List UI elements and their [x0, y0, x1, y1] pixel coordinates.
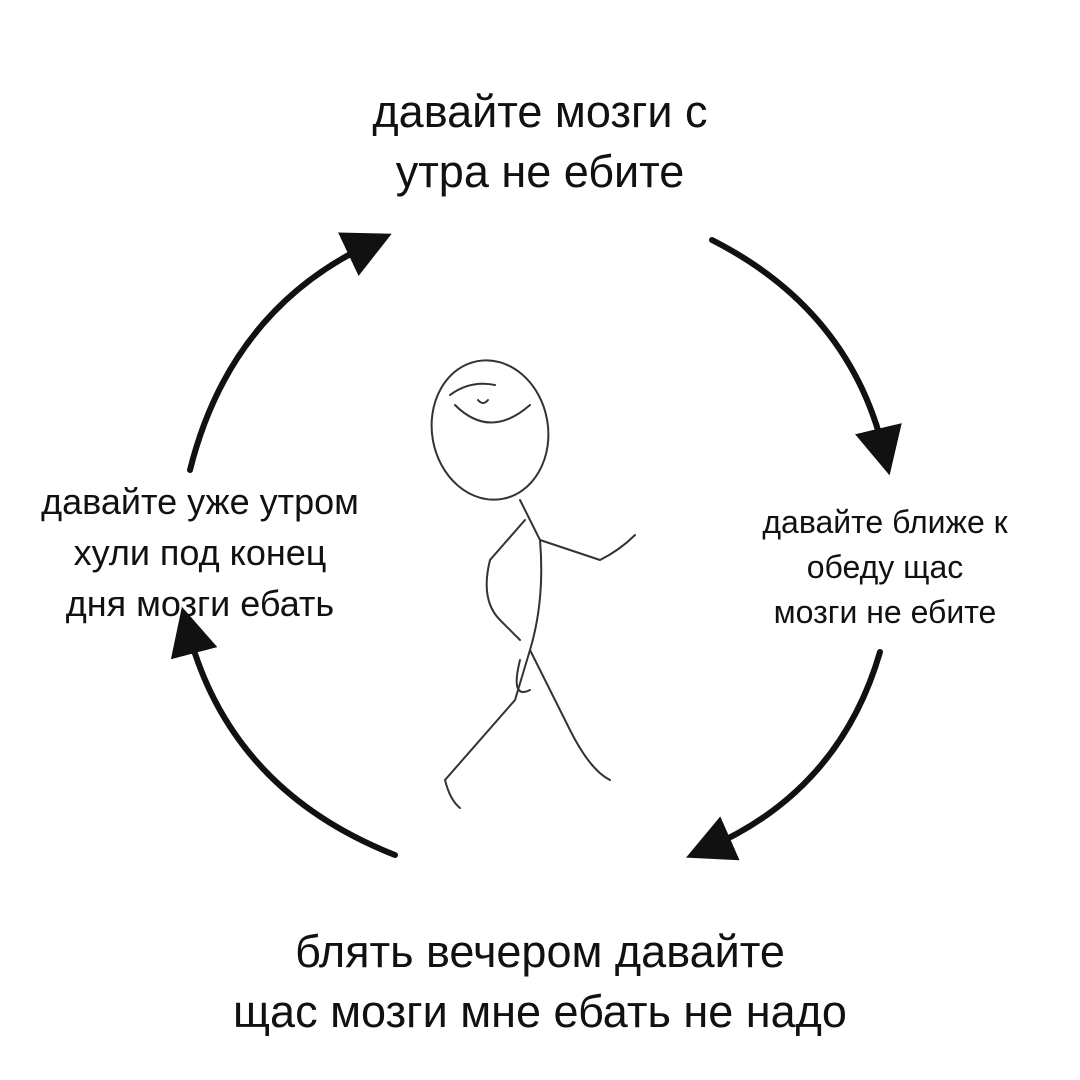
arrow-left-to-top — [187, 232, 392, 473]
label-line: давайте ближе к — [762, 504, 1008, 540]
arrow-top-to-right — [709, 237, 902, 476]
cycle-step-morning: давайте мозги с утра не ебите — [240, 82, 840, 202]
cycle-step-noon: давайте ближе к обеду щас мозги не ебите — [720, 500, 1050, 635]
label-line: утра не ебите — [395, 146, 685, 197]
label-line: обеду щас — [806, 549, 964, 585]
label-line: щас мозги мне ебать не надо — [233, 986, 847, 1037]
label-line: дня мозги ебать — [65, 583, 335, 624]
label-line: мозги не ебите — [773, 594, 997, 630]
label-line: давайте уже утром — [41, 481, 359, 522]
cycle-step-evening: блять вечером давайте щас мозги мне ебат… — [140, 922, 940, 1042]
arrow-bottom-to-left — [170, 606, 398, 858]
label-line: давайте мозги с — [372, 86, 708, 137]
label-line: блять вечером давайте — [295, 926, 785, 977]
cycle-step-end-of-day: давайте уже утром хули под конец дня моз… — [0, 476, 400, 629]
label-line: хули под конец — [73, 532, 327, 573]
stick-figure-walking — [430, 359, 636, 809]
arrow-right-to-bottom — [686, 649, 883, 861]
